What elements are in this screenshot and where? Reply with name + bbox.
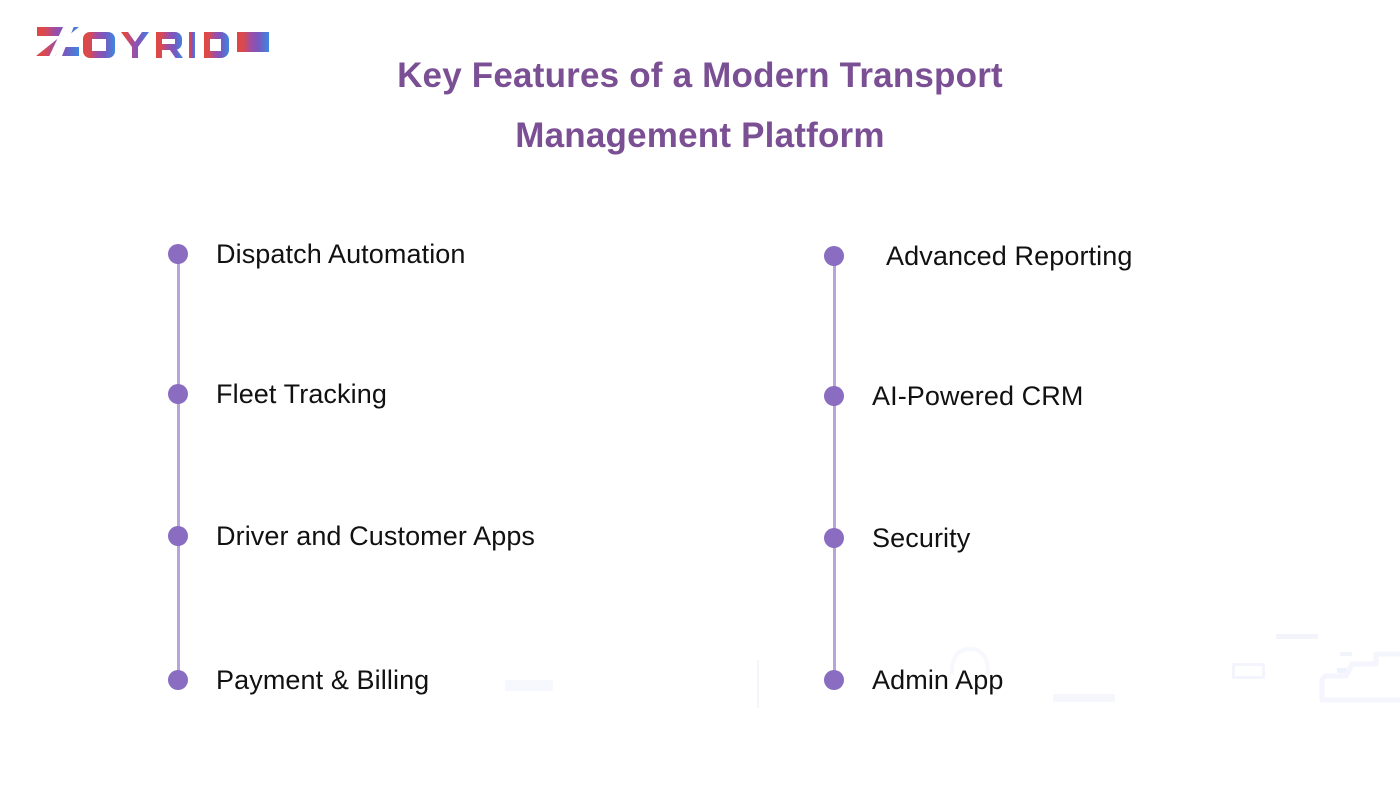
timeline-dot-icon (168, 244, 188, 264)
timeline-dot-icon (168, 384, 188, 404)
feature-item-dispatch-automation[interactable]: Dispatch Automation (168, 234, 466, 274)
feature-item-ai-powered-crm[interactable]: AI-Powered CRM (824, 376, 1083, 416)
feature-label: Driver and Customer Apps (216, 520, 536, 551)
timeline-dot-icon (168, 670, 188, 690)
zoyride-logo-icon (36, 23, 269, 63)
timeline-dot-icon (168, 526, 188, 546)
timeline-dot-icon (824, 670, 844, 690)
timeline-connector-right (833, 253, 836, 678)
feature-label: Payment & Billing (216, 664, 430, 695)
feature-item-security[interactable]: Security (824, 518, 970, 558)
feature-item-payment-and-billing[interactable]: Payment & Billing (168, 660, 429, 700)
page-title: Key Features of a Modern Transport Manag… (300, 46, 1100, 166)
page-title-line-2: Management Platform (515, 116, 885, 155)
feature-label: AI-Powered CRM (872, 380, 1084, 411)
feature-item-driver-and-customer-apps[interactable]: Driver and Customer Apps (168, 516, 535, 556)
feature-label: Fleet Tracking (216, 378, 387, 409)
feature-label: Dispatch Automation (216, 238, 466, 269)
timeline-dot-icon (824, 528, 844, 548)
timeline-dot-icon (824, 386, 844, 406)
feature-item-advanced-reporting[interactable]: Advanced Reporting (824, 236, 1132, 276)
feature-label: Security (872, 522, 971, 553)
timeline-connector-left (177, 253, 180, 678)
page-title-line-1: Key Features of a Modern Transport (397, 56, 1003, 95)
feature-label: Advanced Reporting (886, 240, 1133, 271)
feature-item-admin-app[interactable]: Admin App (824, 660, 1003, 700)
feature-label: Admin App (872, 664, 1004, 695)
feature-item-fleet-tracking[interactable]: Fleet Tracking (168, 374, 387, 414)
timeline-dot-icon (824, 246, 844, 266)
brand-logo (34, 22, 274, 70)
